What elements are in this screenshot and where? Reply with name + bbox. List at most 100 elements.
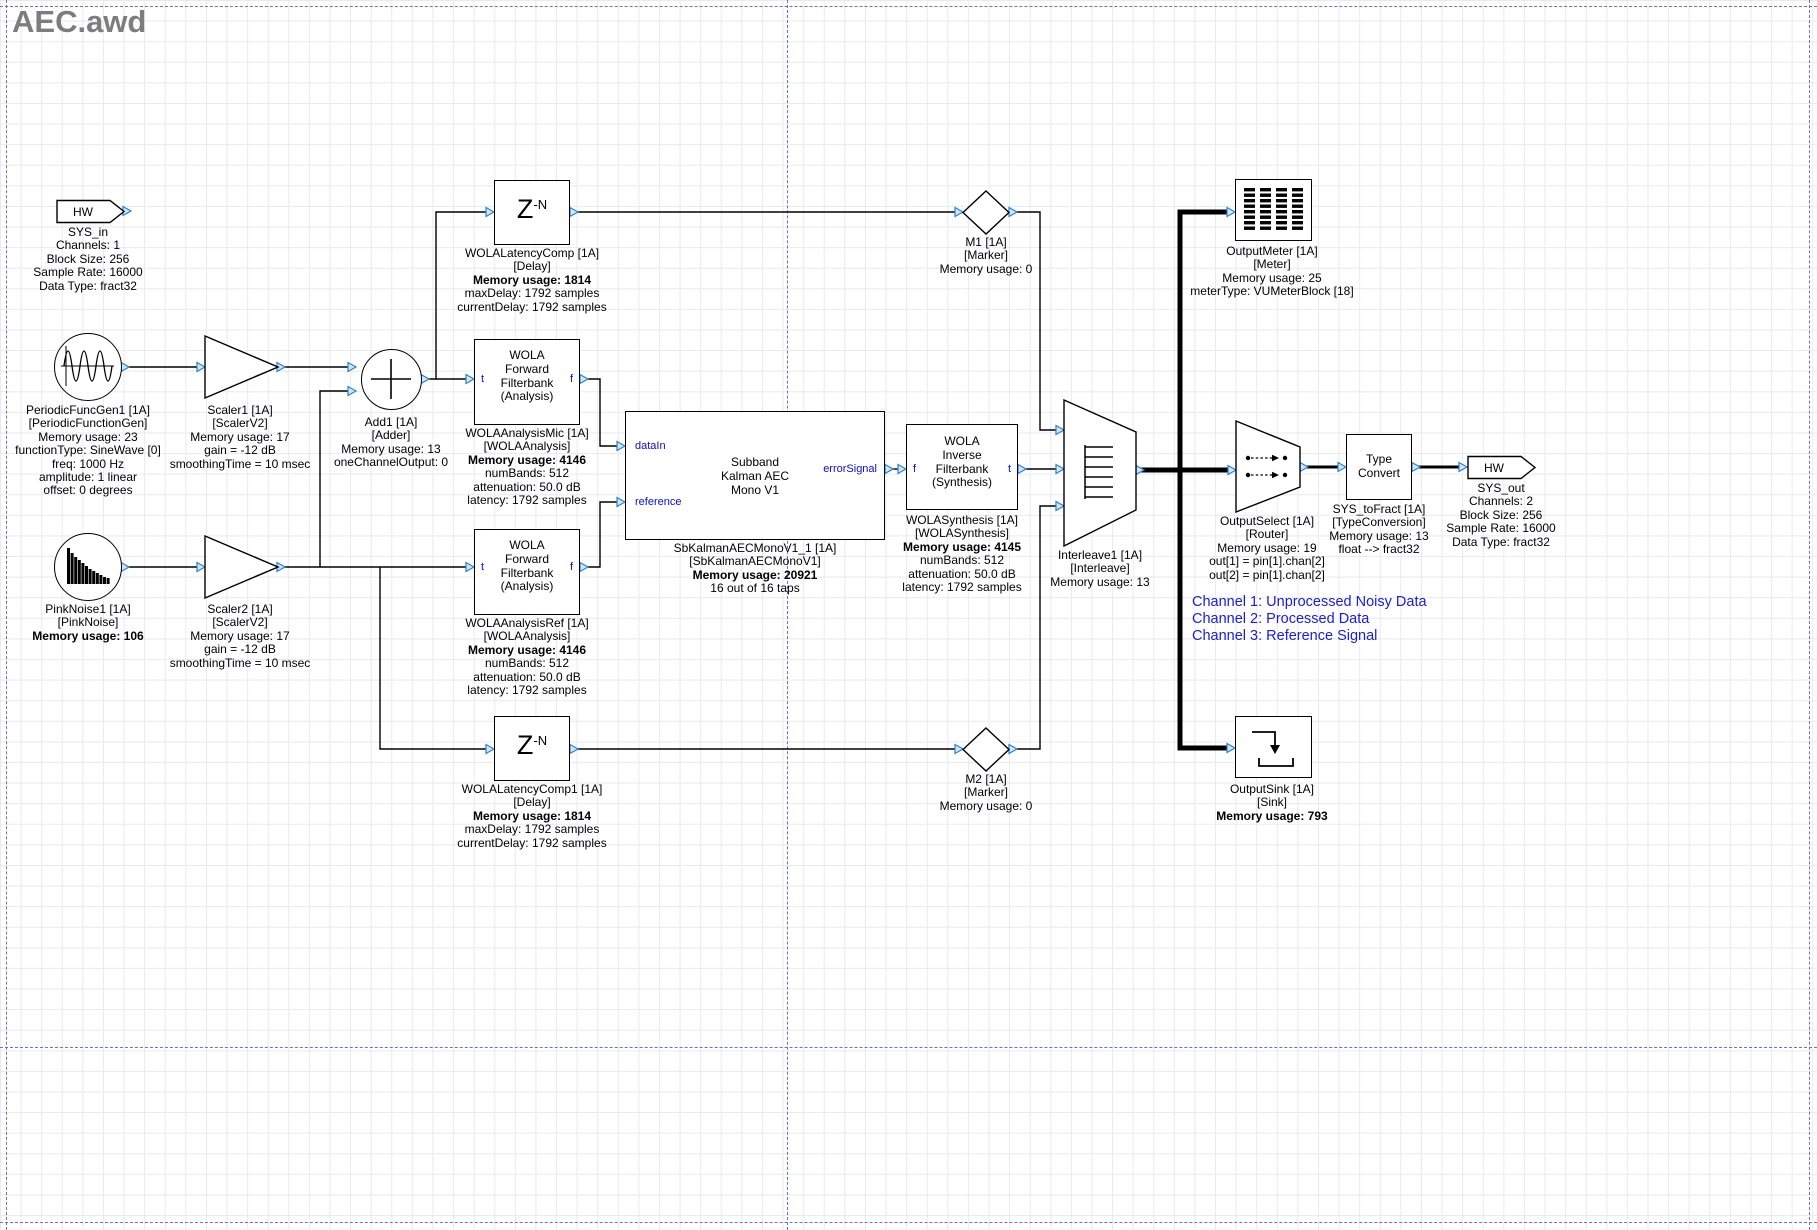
wola-synthesis-caption: WOLASynthesis [1A][WOLASynthesis]Memory … [902, 513, 1022, 595]
port-latencycomp-out[interactable] [569, 206, 579, 218]
interleave1-caption: Interleave1 [1A][Interleave]Memory usage… [1050, 548, 1150, 589]
scaler-triangle-icon [204, 335, 280, 399]
port-sysout-in[interactable] [1458, 461, 1468, 473]
port-label-f: f [913, 463, 917, 475]
pink-noise1-caption: PinkNoise1 [1A][PinkNoise]Memory usage: … [32, 602, 144, 643]
block-pink-noise1[interactable] [54, 533, 122, 601]
page-boundary-right [1809, 0, 1810, 1230]
port-analysismic-out[interactable] [579, 373, 589, 385]
sys-to-fract-caption: SYS_toFract [1A][TypeConversion]Memory u… [1329, 502, 1429, 557]
wire-analysisref-reference[interactable] [582, 501, 618, 568]
port-label-f: f [569, 373, 573, 385]
port-label-t: t [481, 561, 485, 573]
port-label-t: t [1007, 463, 1011, 475]
output-sink-caption: OutputSink [1A][Sink]Memory usage: 793 [1216, 782, 1328, 823]
interleave-icon [1084, 445, 1113, 499]
block-m2[interactable] [962, 727, 1010, 772]
wola-latency-comp-caption: WOLALatencyComp [1A][Delay]Memory usage:… [457, 246, 607, 314]
port-pink-out[interactable] [120, 561, 130, 573]
sys-out-hw-label: HW [1484, 461, 1505, 475]
block-scaler1[interactable] [204, 335, 280, 399]
output-select-caption: OutputSelect [1A][Router]Memory usage: 1… [1209, 514, 1325, 582]
wire-scaler2-add1[interactable] [319, 390, 350, 567]
wola-analysis-ref-caption: WOLAAnalysisRef [1A][WOLAAnalysis]Memory… [465, 616, 589, 698]
block-periodic-func-gen1[interactable] [54, 333, 122, 401]
port-synthesis-in[interactable] [897, 463, 907, 475]
port-add1-in2[interactable] [347, 385, 357, 397]
port-typeconvert-in[interactable] [1337, 461, 1347, 473]
sine-wave-icon [61, 346, 114, 386]
page-boundary-middle [787, 0, 788, 1230]
delay-z-icon: Z-N [516, 194, 548, 224]
router-icon [1245, 454, 1288, 479]
hw-output-shape: HW [1467, 455, 1537, 480]
wire-analysismic-datain[interactable] [582, 378, 618, 447]
plus-icon [371, 359, 411, 399]
port-latencycomp1-in[interactable] [485, 743, 495, 755]
document-title: AEC.awd [12, 4, 147, 39]
port-add1-in1[interactable] [347, 361, 357, 373]
block-add1[interactable] [361, 349, 422, 410]
pink-noise-icon [67, 548, 110, 584]
periodic-func-gen1-caption: PeriodicFuncGen1 [1A][PeriodicFunctionGe… [15, 403, 161, 498]
block-wola-latency-comp1[interactable]: Z-N [494, 716, 570, 781]
block-m1[interactable] [962, 190, 1010, 235]
block-sys-out[interactable]: HW [1467, 455, 1537, 480]
wola-analysis-mic-caption: WOLAAnalysisMic [1A][WOLAAnalysis]Memory… [465, 426, 589, 508]
router-shape [1235, 420, 1301, 513]
block-wola-latency-comp[interactable]: Z-N [494, 180, 570, 245]
block-scaler2[interactable] [204, 535, 280, 599]
port-m1-out[interactable] [1008, 206, 1018, 218]
wire-trunk-meter-sink[interactable] [1177, 209, 1230, 751]
wire-m1-interleave[interactable] [1010, 211, 1057, 431]
wire-m2-interleave[interactable] [1010, 505, 1057, 750]
port-label-reference: reference [635, 496, 682, 508]
port-pfg-out[interactable] [120, 361, 130, 373]
port-meter-in[interactable] [1226, 206, 1236, 218]
block-output-select[interactable] [1235, 420, 1302, 513]
block-interleave1[interactable] [1063, 399, 1138, 547]
port-kalman-errorsignal[interactable] [884, 463, 894, 475]
port-m2-out[interactable] [1008, 743, 1018, 755]
port-latencycomp1-out[interactable] [569, 743, 579, 755]
block-output-sink[interactable] [1235, 716, 1312, 778]
delay-z-icon: Z-N [516, 730, 548, 760]
wola-latency-comp1-caption: WOLALatencyComp1 [1A][Delay]Memory usage… [457, 782, 607, 850]
page-boundary-bottom [0, 1222, 1817, 1223]
wire-scaler2-latencycomp1[interactable] [379, 567, 487, 750]
m2-caption: M2 [1A][Marker]Memory usage: 0 [939, 772, 1033, 813]
port-analysisref-out[interactable] [579, 561, 589, 573]
m1-caption: M1 [1A][Marker]Memory usage: 0 [939, 235, 1033, 276]
port-label-datain: dataIn [635, 440, 666, 452]
port-synthesis-out[interactable] [1017, 463, 1027, 475]
block-sys-in[interactable]: HW [56, 199, 126, 224]
meter-bars-icon [1244, 188, 1303, 230]
interleave-shape [1063, 399, 1137, 547]
port-sink-in[interactable] [1226, 742, 1236, 754]
port-analysisref-in[interactable] [465, 561, 475, 573]
port-analysismic-in[interactable] [465, 373, 475, 385]
port-typeconvert-out[interactable] [1411, 461, 1421, 473]
page-boundary-left [6, 0, 7, 1230]
block-output-meter[interactable] [1235, 179, 1312, 241]
port-latencycomp-in[interactable] [485, 206, 495, 218]
port-add1-out[interactable] [420, 373, 430, 385]
sys-in-hw-label: HW [73, 205, 94, 219]
port-label-errorsignal: errorSignal [823, 463, 877, 475]
